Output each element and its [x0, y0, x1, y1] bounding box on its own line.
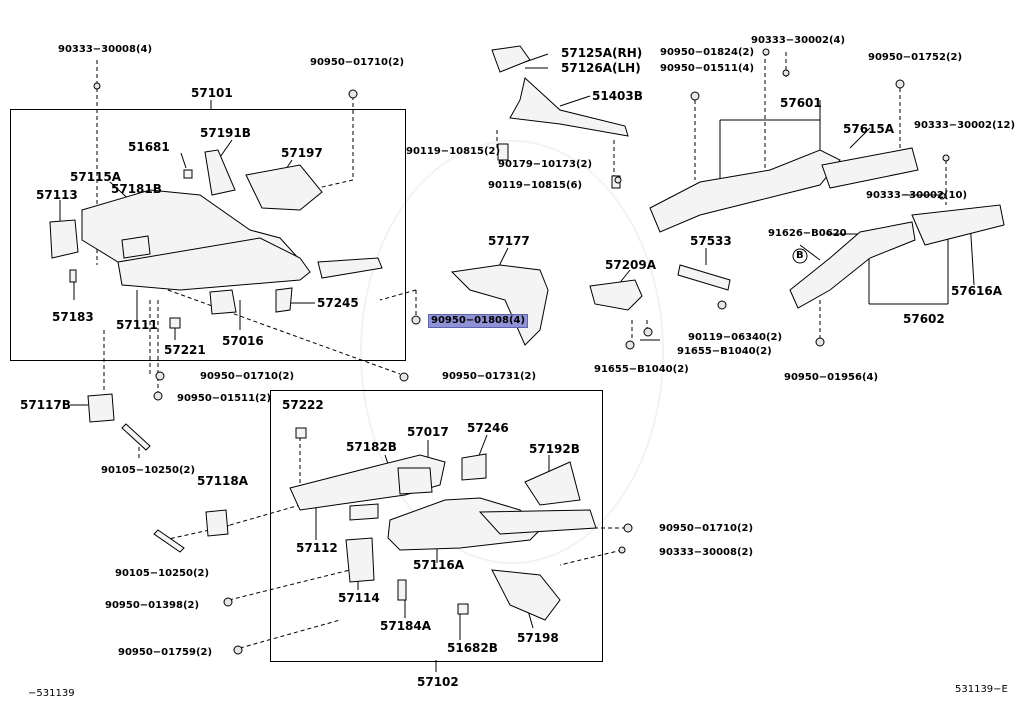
label-57533: 57533: [690, 234, 732, 248]
label-57615A: 57615A: [843, 122, 895, 136]
label-57177: 57177: [488, 234, 530, 248]
label-90950-01956: 90950−01956(4): [784, 372, 879, 383]
label-57017: 57017: [407, 425, 449, 439]
label-57616A: 57616A: [951, 284, 1003, 298]
label-90950-01398: 90950−01398(2): [105, 600, 200, 611]
label-57182B: 57182B: [346, 440, 397, 454]
label-91655-B1040-b: 91655−B1040(2): [594, 364, 689, 375]
label-90333-30002-12: 90333−30002(12): [914, 120, 1016, 131]
label-57192B: 57192B: [529, 442, 580, 456]
label-90950-01710-a: 90950−01710(2): [310, 57, 405, 68]
label-51682B: 51682B: [447, 641, 498, 655]
label-57118A: 57118A: [197, 474, 249, 488]
label-90950-01710-b: 90950−01710(2): [200, 371, 295, 382]
label-57246: 57246: [467, 421, 509, 435]
label-57602: 57602: [903, 312, 945, 326]
label-90105-10250-b: 90105−10250(2): [115, 568, 210, 579]
label-90950-01824: 90950−01824(2): [660, 47, 755, 58]
label-90333-30008-4: 90333−30008(4): [58, 44, 153, 55]
label-57198: 57198: [517, 631, 559, 645]
label-57126A: 57126A(LH): [561, 61, 641, 75]
label-90333-30008-2: 90333−30008(2): [659, 547, 754, 558]
label-57115A: 57115A: [70, 170, 122, 184]
label-57221: 57221: [164, 343, 206, 357]
label-57245: 57245: [317, 296, 359, 310]
label-57197: 57197: [281, 146, 323, 160]
label-57601: 57601: [780, 96, 822, 110]
label-57113: 57113: [36, 188, 78, 202]
reference-code-left: −531139: [28, 688, 75, 699]
label-57181B: 57181B: [111, 182, 162, 196]
label-57101: 57101: [191, 86, 233, 100]
label-57117B: 57117B: [20, 398, 71, 412]
label-57112: 57112: [296, 541, 338, 555]
label-90950-01808-highlighted[interactable]: 90950−01808(4): [428, 314, 529, 328]
label-90119-10815-6: 90119−10815(6): [488, 180, 583, 191]
label-90950-01511-a: 90950−01511(2): [177, 393, 272, 404]
label-90950-01759: 90950−01759(2): [118, 647, 213, 658]
label-57111: 57111: [116, 318, 158, 332]
label-90950-01752: 90950−01752(2): [868, 52, 963, 63]
label-57209A: 57209A: [605, 258, 657, 272]
label-57116A: 57116A: [413, 558, 465, 572]
label-57184A: 57184A: [380, 619, 432, 633]
label-90105-10250-a: 90105−10250(2): [101, 465, 196, 476]
label-57114: 57114: [338, 591, 380, 605]
label-57125A: 57125A(RH): [561, 46, 643, 60]
watermark-emblem: [360, 140, 664, 564]
label-51681: 51681: [128, 140, 170, 154]
label-90119-10815-2: 90119−10815(2): [406, 146, 501, 157]
label-90179-10173: 90179−10173(2): [498, 159, 593, 170]
label-57016: 57016: [222, 334, 264, 348]
label-91655-B1040-a: 91655−B1040(2): [677, 346, 772, 357]
label-91626-B0620: 91626−B0620: [768, 228, 847, 239]
label-90119-06340: 90119−06340(2): [688, 332, 783, 343]
label-90333-30002-10: 90333−30002(10): [866, 190, 968, 201]
reference-code-right: 531139−E: [955, 684, 1008, 695]
label-51403B: 51403B: [592, 89, 643, 103]
label-90950-01731: 90950−01731(2): [442, 371, 537, 382]
label-57183: 57183: [52, 310, 94, 324]
label-57222: 57222: [282, 398, 324, 412]
label-57191B: 57191B: [200, 126, 251, 140]
frame-box-57101: [10, 109, 406, 361]
label-callout-B: B: [796, 250, 804, 261]
label-90950-01710-c: 90950−01710(2): [659, 523, 754, 534]
label-90950-01511-b: 90950−01511(4): [660, 63, 755, 74]
label-57102: 57102: [417, 675, 459, 689]
label-90333-30002-4: 90333−30002(4): [751, 35, 846, 46]
